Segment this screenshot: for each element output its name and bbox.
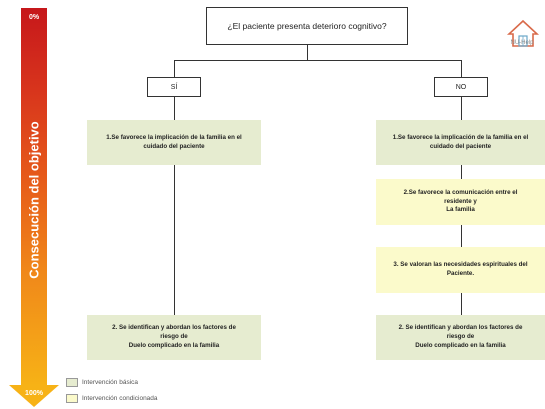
right-intervention-1: 1.Se favorece la implicación de la famil… [376, 120, 545, 165]
connector [307, 45, 308, 60]
no-branch-box: NO [434, 77, 488, 97]
node-text-line: 1.Se favorece la implicación de la famil… [392, 133, 529, 141]
right-intervention-2: 2.Se favorece la comunicación entre el r… [376, 179, 545, 225]
logo-text: NU-Help [510, 40, 534, 46]
left-intervention-2: 2. Se identifican y abordan los factores… [87, 315, 261, 360]
node-text-line: 2. Se identifican y abordan los factores… [112, 324, 236, 332]
yes-label: SÍ [170, 83, 178, 91]
node-text-line: La familia [446, 206, 475, 214]
arrow-start-label: 0% [28, 14, 40, 21]
connector [461, 97, 462, 120]
node-text-line: 1.Se favorece la implicación de la famil… [106, 133, 242, 141]
connector [174, 97, 175, 120]
connector [174, 165, 175, 315]
house-icon [506, 19, 540, 47]
node-text-line: riesgo de [446, 333, 475, 340]
arrow-axis-label: Consecución del objetivo [26, 121, 42, 279]
right-intervention-3: 3. Se valoran las necesidades espiritual… [376, 247, 545, 293]
connector [461, 60, 462, 77]
connector [461, 165, 462, 179]
connector [461, 293, 462, 315]
connector [174, 60, 175, 77]
legend-label-conditional: Intervención condicionada [82, 395, 158, 402]
arrow-end-label: 100% [25, 390, 43, 397]
node-text-line: cuidado del paciente [429, 142, 492, 150]
node-text-line: residente y [444, 197, 477, 205]
node-text-line: riesgo de [160, 333, 188, 340]
connector [461, 225, 462, 247]
node-text-line: 2.Se favorece la comunicación entre el [403, 188, 518, 196]
right-intervention-4: 2. Se identifican y abordan los factores… [376, 315, 545, 360]
connector [174, 60, 461, 61]
node-text-line: 2. Se identifican y abordan los factores… [398, 324, 523, 332]
node-text-line: 3. Se valoran las necesidades espiritual… [393, 261, 528, 269]
left-intervention-1: 1.Se favorece la implicación de la famil… [87, 120, 261, 165]
node-text-line: cuidado del paciente [143, 142, 205, 150]
progress-arrow [21, 8, 47, 386]
legend-swatch-conditional [66, 394, 78, 403]
node-text-line: Duelo complicado en la familia [415, 341, 506, 349]
yes-branch-box: SÍ [147, 77, 201, 97]
legend-label-basic: Intervención básica [82, 379, 139, 386]
no-label: NO [455, 83, 467, 91]
node-text-line: Duelo complicado en la familia [128, 341, 220, 349]
arrow-head [9, 385, 59, 407]
node-text-line: Paciente. [446, 270, 475, 277]
question-text: ¿El paciente presenta deterioro cognitiv… [227, 21, 387, 31]
legend-swatch-basic [66, 378, 78, 387]
question-box: ¿El paciente presenta deterioro cognitiv… [206, 7, 408, 45]
